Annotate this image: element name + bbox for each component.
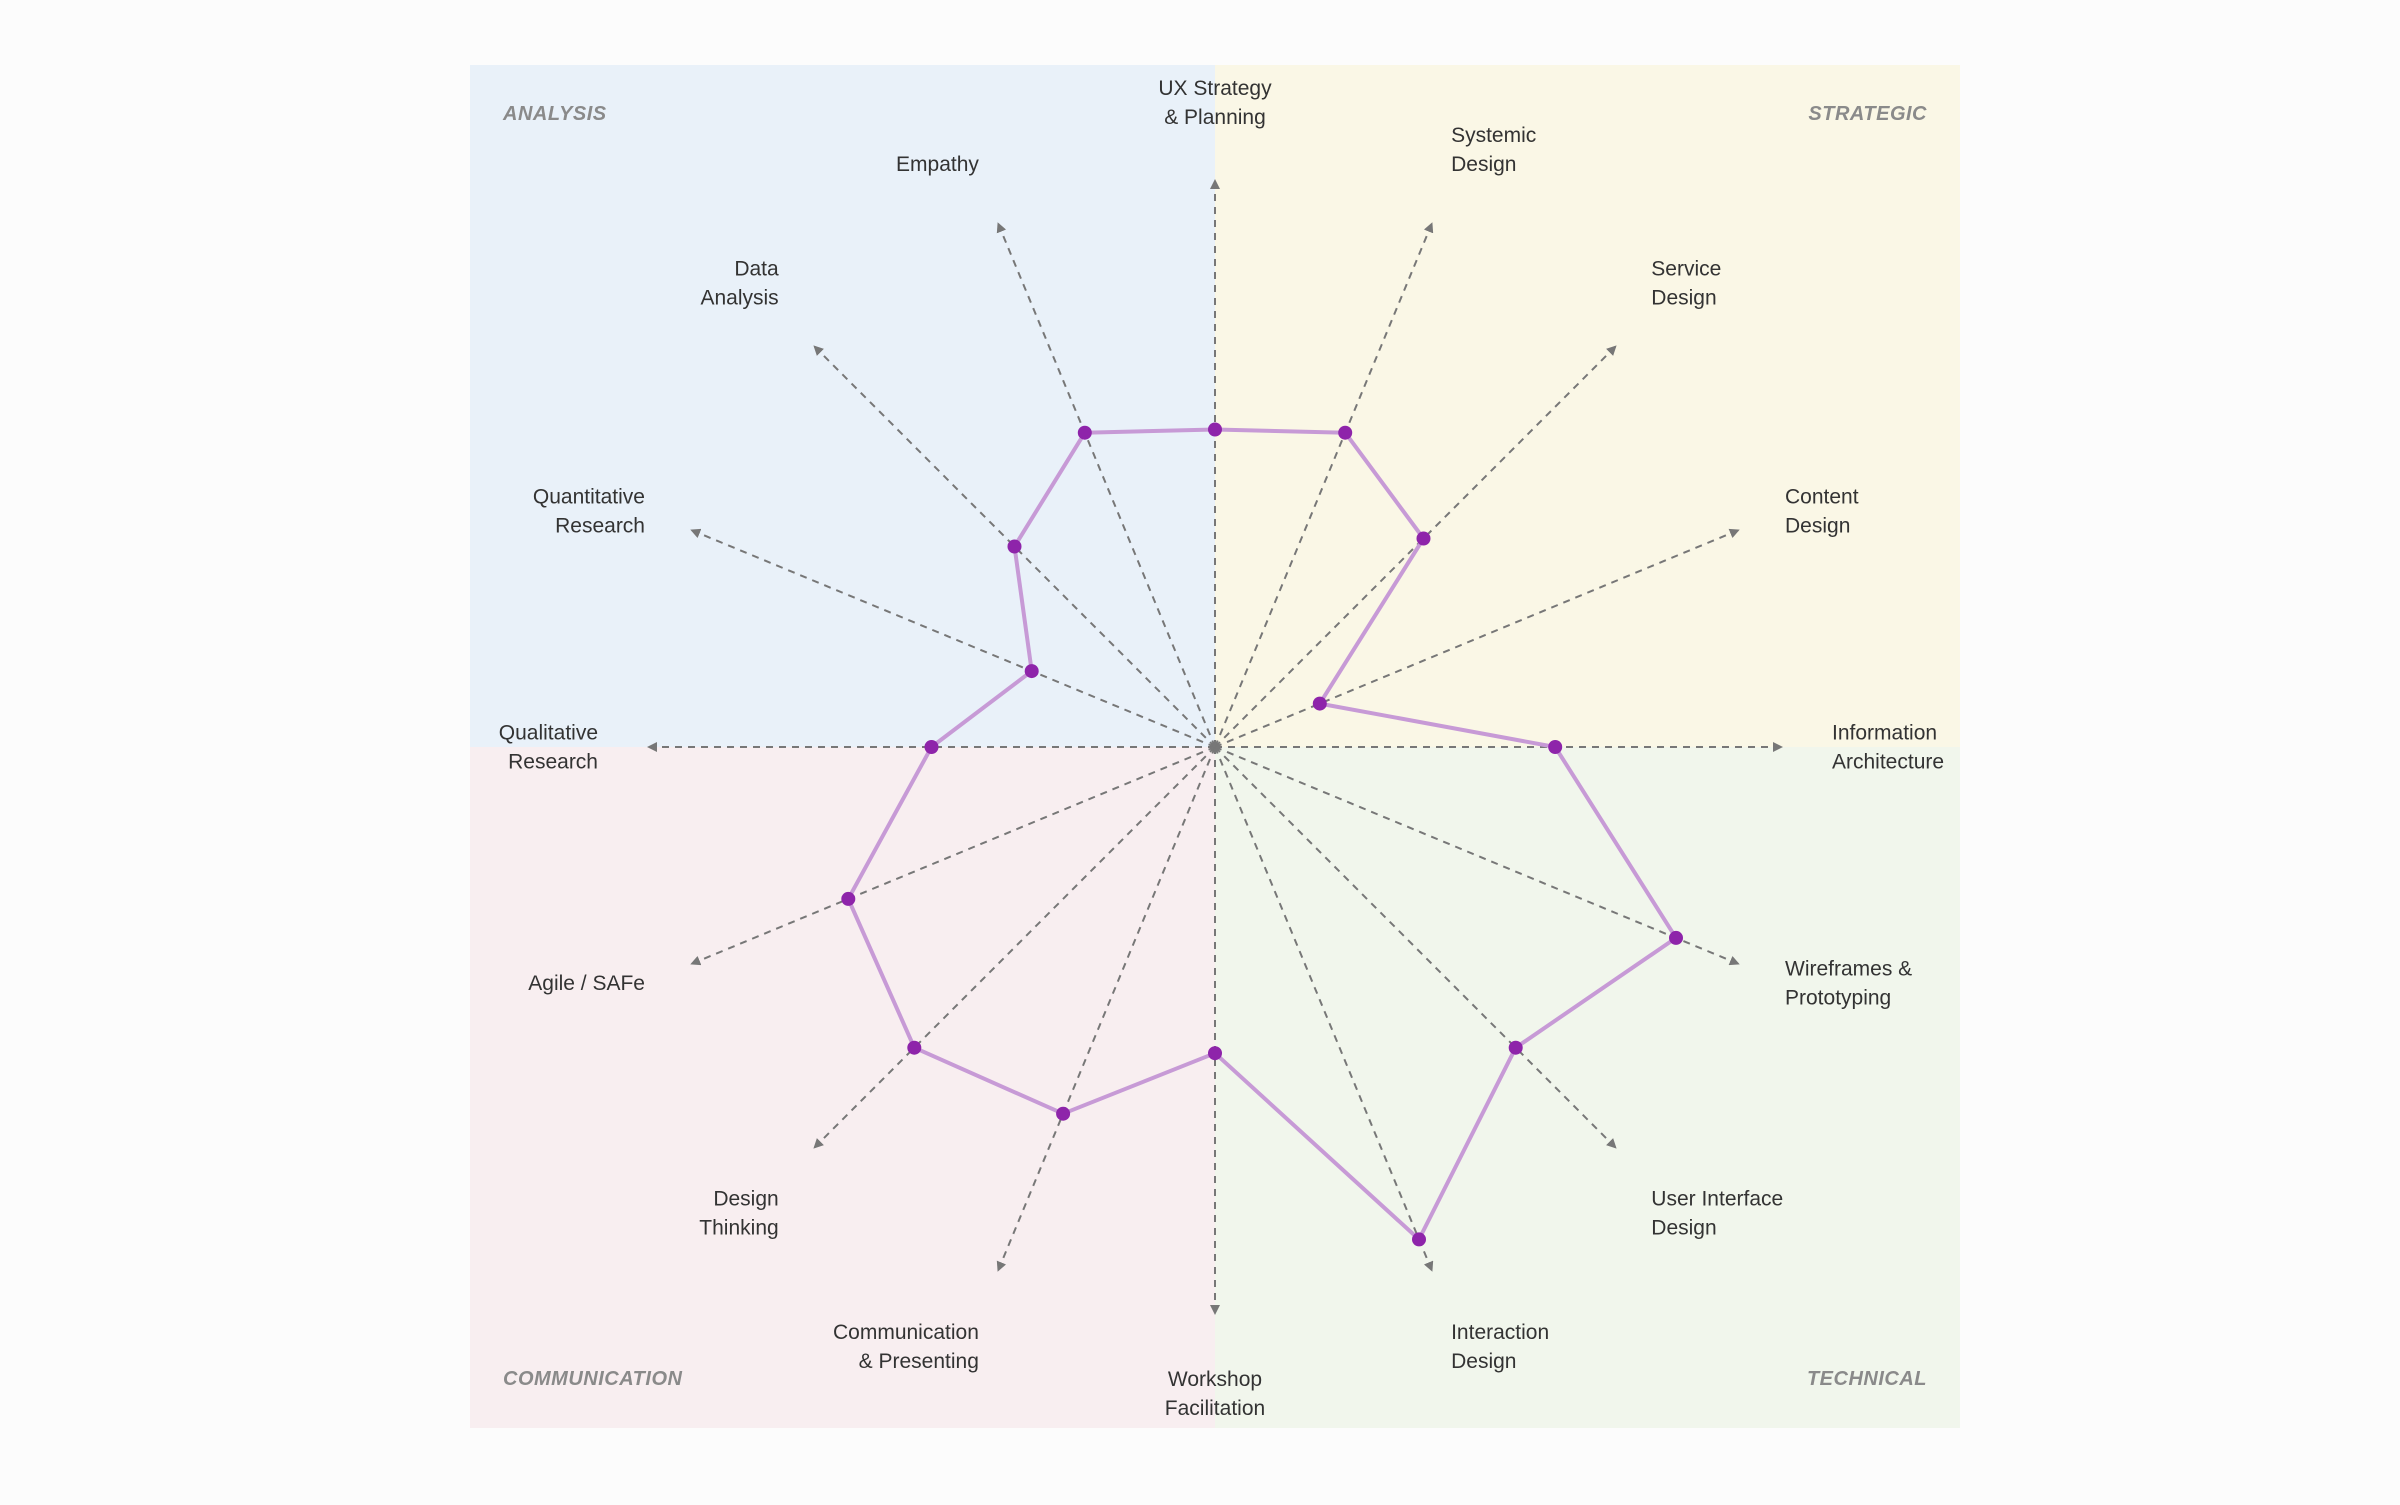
axis-line-communication-presenting [996,746,1216,1272]
skill-point-agile-safe [841,891,856,906]
quadrant-title-communication: COMMUNICATION [503,1368,682,1390]
axis-label-line: Prototyping [1785,987,1891,1010]
axis-line-wireframes-prototyping [1214,746,1740,966]
skill-points [841,422,1683,1247]
axis-label-line: Agile / SAFe [528,972,645,995]
quadrant-technical [1215,747,1960,1428]
axis-label-line: Design [1651,1216,1716,1239]
axis-label-line: Analysis [700,287,778,310]
axis-label-line: & Planning [1164,106,1266,129]
skill-point-wireframes-prototyping [1669,930,1683,945]
axis-label-line: Workshop [1168,1368,1262,1391]
skill-point-qualitative-research [924,740,939,754]
quadrant-title-analysis: ANALYSIS [502,103,607,125]
skill-point-communication-presenting [1056,1106,1071,1121]
axis-label-line: Architecture [1832,751,1944,774]
axis-label-line: Service [1651,258,1721,281]
skill-point-information-architecture [1548,740,1563,754]
skill-point-user-interface-design [1508,1040,1523,1055]
axis-line-design-thinking [813,746,1216,1149]
axis-label-line: Content [1785,485,1859,508]
radar-axes [647,179,1783,1315]
axis-label-line: Design [1651,287,1716,310]
axis-label-line: Interaction [1451,1321,1549,1344]
quadrant-title-technical: TECHNICAL [1807,1368,1927,1390]
skill-point-ux-strategy-planning [1208,422,1222,437]
quadrant-titles: ANALYSIS STRATEGIC COMMUNICATION TECHNICAL [502,103,1927,1390]
quadrant-title-strategic: STRATEGIC [1808,103,1927,125]
axis-label-line: Design [1451,1350,1516,1373]
quadrant-backgrounds [470,65,1960,1428]
axis-label-line: Design [1451,153,1516,176]
axis-line-interaction-design [1214,746,1434,1272]
axis-label-ux-strategy-planning: UX Strategy & Planning [1158,77,1272,129]
skill-point-workshop-facilitation [1208,1046,1222,1061]
axis-line-quantitative-research [690,528,1216,748]
axis-label-line: Communication [833,1321,979,1344]
axis-label-line: Quantitative [533,485,645,508]
axis-label-line: Research [508,751,598,774]
skill-point-empathy [1077,425,1092,440]
skill-point-data-analysis [1007,539,1022,554]
axis-label-line: & Presenting [859,1350,979,1373]
quadrant-analysis [470,65,1215,747]
axis-label-agile-safe: Agile / SAFe [528,972,645,995]
quadrant-communication [470,747,1215,1428]
axis-line-service-design [1214,345,1617,748]
axis-label-line: Systemic [1451,124,1536,147]
axis-label-line: Facilitation [1165,1397,1265,1420]
axis-label-line: Empathy [896,153,979,176]
axis-label-empathy: Empathy [896,153,979,176]
axis-label-line: Data [734,258,779,281]
axis-line-user-interface-design [1214,746,1617,1149]
skill-point-service-design [1416,531,1431,546]
axis-label-line: UX Strategy [1158,77,1272,100]
skill-point-interaction-design [1412,1232,1426,1247]
axis-line-systemic-design [1214,222,1434,748]
quadrant-strategic [1215,65,1960,747]
axis-label-communication-presenting: Communication & Presenting [833,1321,979,1373]
axis-line-empathy [996,222,1216,748]
axis-line-content-design [1214,528,1740,748]
skill-point-design-thinking [907,1040,922,1055]
skill-point-systemic-design [1338,425,1353,440]
axis-label-line: Thinking [699,1216,778,1239]
axis-label-line: User Interface [1651,1187,1783,1210]
axis-line-data-analysis [813,345,1216,748]
axis-label-line: Design [713,1187,778,1210]
skill-point-content-design [1312,696,1327,711]
axis-label-line: Wireframes & [1785,958,1912,981]
axis-label-wireframes-prototyping: Wireframes & Prototyping [1785,958,1912,1010]
axis-label-line: Qualitative [499,722,598,745]
axis-label-line: Design [1785,514,1850,537]
axis-line-agile-safe [690,746,1216,966]
axis-label-line: Information [1832,722,1937,745]
skill-point-quantitative-research [1024,664,1039,679]
axis-label-line: Research [555,514,645,537]
